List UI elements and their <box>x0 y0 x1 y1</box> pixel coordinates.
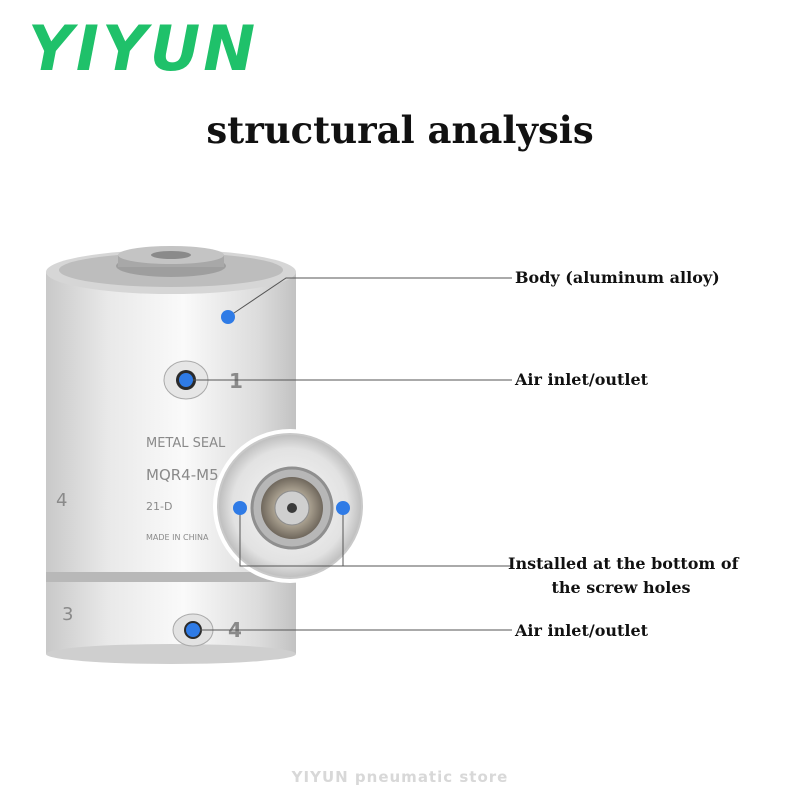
port-1-number: 1 <box>229 369 243 393</box>
callout-screw-holes: Installed at the bottom of the screw hol… <box>508 552 739 600</box>
callout-markers <box>179 310 350 637</box>
lower-body <box>46 582 296 664</box>
marking-metal-seal: METAL SEAL <box>146 436 226 451</box>
port-3-number: 3 <box>62 604 73 625</box>
page-title: structural analysis <box>206 108 594 152</box>
leader-lines <box>186 277 512 631</box>
bottom-face-inset <box>213 429 367 583</box>
groove <box>46 572 296 582</box>
marking-made-in: MADE IN CHINA <box>146 533 209 542</box>
marking-model: MQR4-M5 <box>146 466 219 484</box>
marking-sub: 21-D <box>146 500 172 513</box>
marker-inlet-bottom <box>186 623 200 637</box>
callout-screw-holes-line2: the screw holes <box>551 578 691 597</box>
callout-inlet-bottom: Air inlet/outlet <box>515 621 649 640</box>
callout-screw-holes-line1: Installed at the bottom of <box>508 554 739 573</box>
brand-logo: YIYUN <box>28 12 259 85</box>
side-port-4-number: 4 <box>56 490 67 511</box>
marker-inlet-top <box>179 373 193 387</box>
marker-screw-right <box>336 501 350 515</box>
marker-body <box>221 310 235 324</box>
marker-screw-left <box>233 501 247 515</box>
store-watermark: YIYUN pneumatic store <box>291 768 509 786</box>
callout-inlet-top: Air inlet/outlet <box>515 370 649 389</box>
callout-body: Body (aluminum alloy) <box>515 268 720 287</box>
